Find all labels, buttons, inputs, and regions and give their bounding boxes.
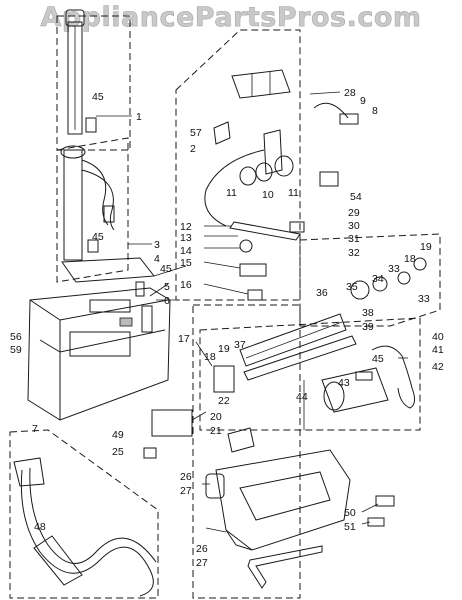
callout-45-top: 45 — [92, 91, 104, 103]
callout-25: 27 — [180, 485, 192, 497]
callout-13: 13 — [180, 232, 192, 244]
callout-37: 37 — [234, 339, 246, 351]
callout-39: 39 — [362, 321, 374, 333]
callout-15: 15 — [180, 257, 192, 269]
callout-18-right: 18 — [404, 253, 416, 265]
callout-48: 45 — [160, 263, 172, 275]
callout-45-bottom: 45 — [92, 231, 104, 243]
callout-8: 8 — [372, 105, 378, 117]
watermark: AppliancePartsPros.com — [40, 2, 422, 34]
callout-11-right: 11 — [288, 187, 299, 199]
callout-33-bottom: 33 — [418, 293, 430, 305]
callout-32: 32 — [348, 247, 360, 259]
callout-17: 17 — [178, 333, 190, 345]
callout-44: 44 — [296, 391, 308, 403]
part-upper-assembly — [204, 69, 359, 227]
callout-1: 1 — [136, 111, 142, 123]
callout-12: 12 — [180, 221, 192, 233]
callout-7: 7 — [32, 423, 38, 435]
callout-labels: 45 1 45 3 4 45 5 6 56 59 7 49 25 48 57 2… — [10, 87, 444, 569]
callout-30: 30 — [348, 220, 360, 232]
callout-9: 9 — [360, 95, 366, 107]
part-motor — [321, 345, 416, 413]
part-brushroll — [213, 257, 427, 393]
callout-52: 50 — [344, 507, 356, 519]
part-linkage-12-16 — [229, 221, 305, 301]
callout-10: 10 — [262, 189, 274, 201]
part-hood-and-base — [27, 257, 171, 421]
callout-27: 27 — [196, 557, 208, 569]
callout-57: 57 — [190, 127, 202, 139]
callout-19-right: 19 — [420, 241, 432, 253]
callout-16: 16 — [180, 279, 192, 291]
callout-38: 38 — [362, 307, 374, 319]
callout-5: 5 — [164, 281, 170, 293]
callout-21: 21 — [210, 425, 222, 437]
callout-41: 41 — [432, 344, 444, 356]
callout-29: 29 — [348, 207, 360, 219]
callout-33-top: 33 — [388, 263, 400, 275]
callout-4: 4 — [154, 253, 160, 265]
part-hose-50 — [13, 457, 157, 597]
leader-lines — [96, 91, 408, 533]
callout-31: 31 — [348, 233, 360, 245]
callout-14: 14 — [180, 245, 192, 257]
callout-20: 20 — [210, 411, 222, 423]
callout-19-left: 19 — [218, 343, 230, 355]
callout-18-left: 18 — [204, 351, 216, 363]
callout-49: 45 — [372, 353, 384, 365]
callout-2: 2 — [190, 143, 196, 155]
callout-3: 3 — [154, 239, 160, 251]
callout-56: 56 — [10, 331, 22, 343]
callout-59: 59 — [10, 344, 22, 356]
callout-11-left: 11 — [226, 187, 237, 199]
callout-51: 49 — [112, 429, 124, 441]
callout-26: 26 — [196, 543, 208, 555]
callout-42: 42 — [432, 361, 444, 373]
callout-24: 26 — [180, 471, 192, 483]
callout-6: 6 — [164, 295, 170, 307]
callout-43: 43 — [338, 377, 350, 389]
callout-34: 34 — [372, 273, 384, 285]
callout-22: 22 — [218, 395, 230, 407]
callout-40: 40 — [432, 331, 444, 343]
part-base-frame — [205, 427, 395, 589]
callout-50: 48 — [34, 521, 46, 533]
callout-53: 51 — [344, 521, 356, 533]
callout-36: 36 — [316, 287, 328, 299]
dashed-outlines — [9, 15, 441, 599]
part-handle-tube — [65, 9, 97, 135]
part-switch-51 — [143, 409, 207, 459]
callout-54: 54 — [350, 191, 362, 203]
part-lower-tube-with-cord — [60, 145, 115, 261]
callout-23: 25 — [112, 446, 124, 458]
callout-28: 28 — [344, 87, 356, 99]
callout-35: 35 — [346, 281, 358, 293]
